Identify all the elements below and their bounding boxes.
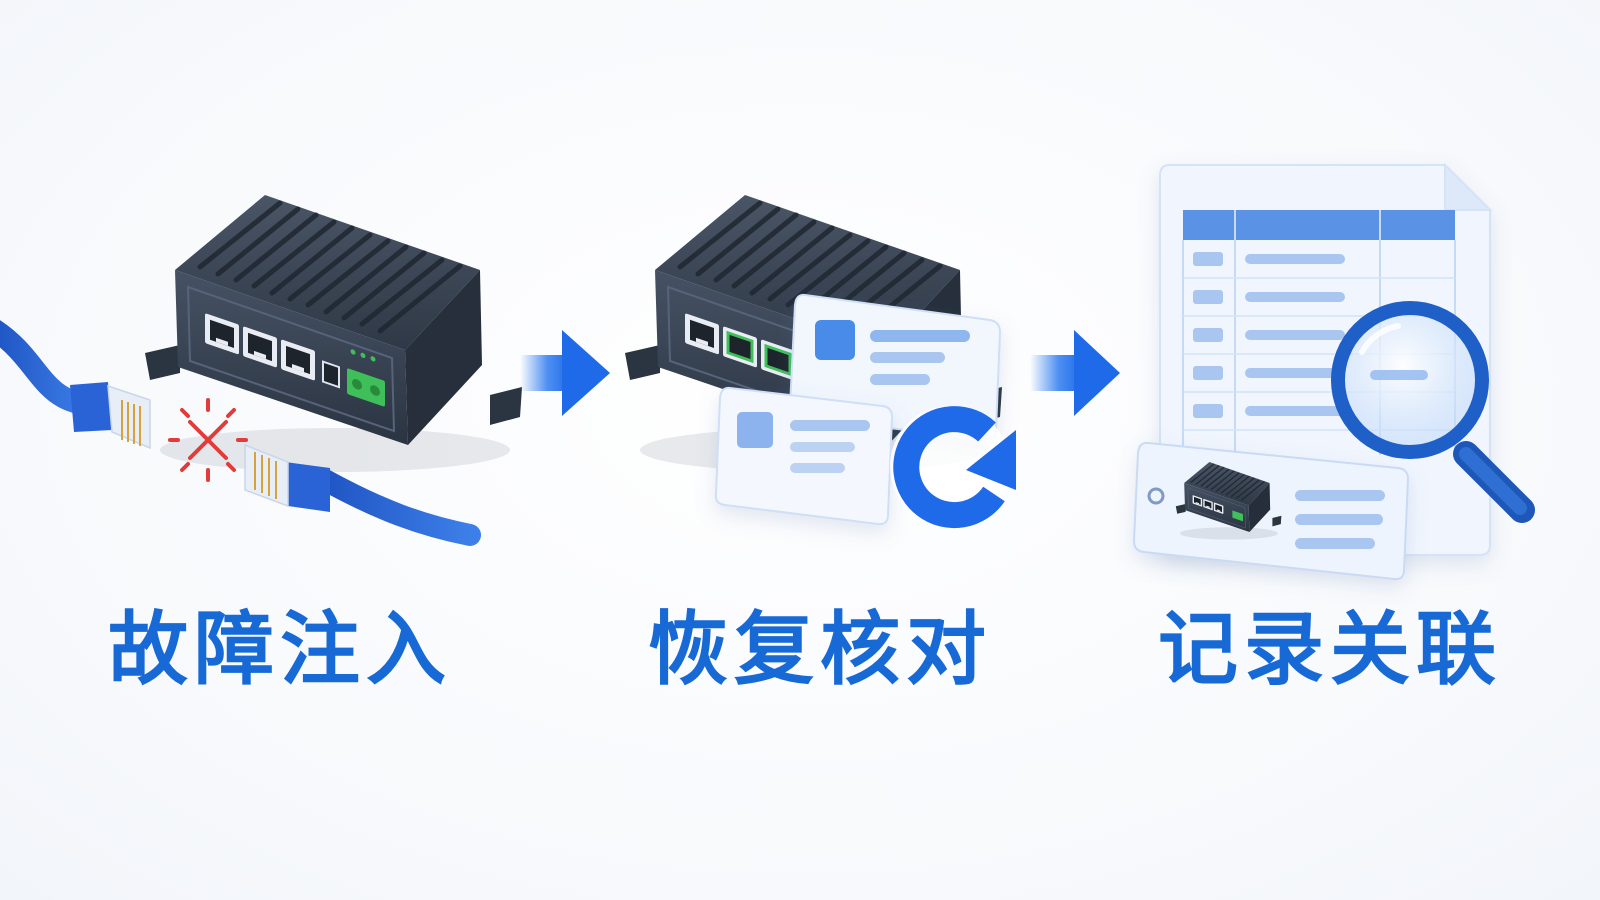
arrow-right-icon (1030, 330, 1120, 416)
arrow-right-icon (520, 330, 610, 416)
ethernet-cable-icon (0, 320, 151, 450)
disconnect-x-icon (168, 398, 248, 482)
refresh-icon (890, 406, 1016, 529)
edge-gateway-icon (625, 195, 1002, 472)
magnifier-icon (1331, 301, 1535, 523)
step-label-fault-injection: 故障注入 (108, 603, 452, 696)
step-label-record-link: 记录关联 (1158, 603, 1502, 696)
step-label-recovery-check: 恢复核对 (648, 603, 992, 696)
device-tag-icon (1132, 441, 1410, 581)
edge-gateway-icon (145, 195, 522, 472)
ethernet-cable-icon (244, 443, 481, 546)
status-card-icon (714, 386, 894, 526)
